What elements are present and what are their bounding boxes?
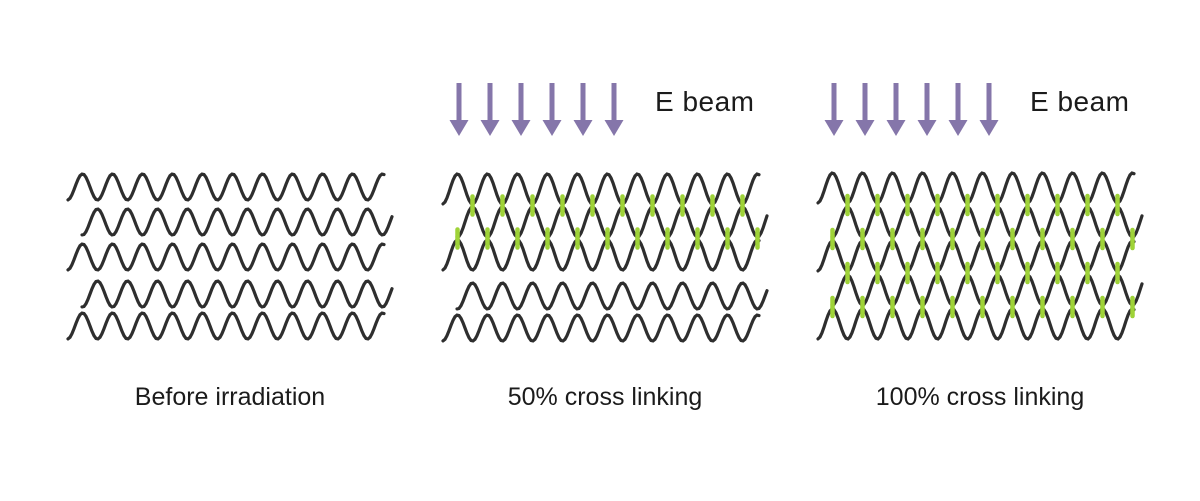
ebeam-label: E beam	[1030, 86, 1130, 117]
polymer-chains-graphic	[66, 172, 394, 341]
polymer-chains-graphic	[441, 172, 769, 343]
panel-50-percent-crosslinking: E beam 50% cross linking	[435, 0, 775, 501]
ebeam-arrows-icon	[824, 83, 999, 136]
panel-caption: Before irradiation	[134, 383, 326, 411]
ebeam-label: E beam	[655, 86, 755, 117]
panel-caption: 50% cross linking	[507, 383, 703, 411]
polymer-chains-graphic	[816, 171, 1144, 341]
ebeam-arrows-icon	[449, 83, 624, 136]
panel-before-irradiation: Before irradiation	[60, 0, 400, 501]
panel-caption: 100% cross linking	[875, 383, 1085, 411]
panel-100-percent-crosslinking: E beam 100% cross linking	[810, 0, 1150, 501]
